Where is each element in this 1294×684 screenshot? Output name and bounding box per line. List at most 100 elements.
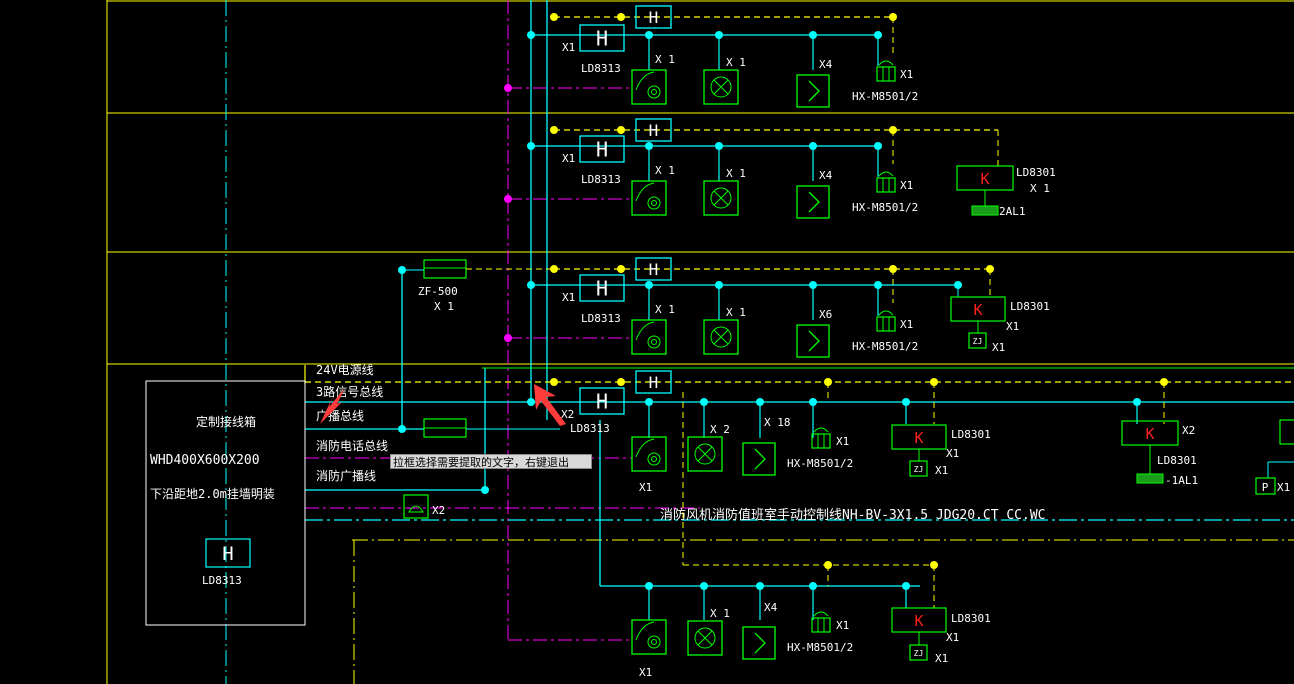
module-model-label: LD8313 [570, 422, 610, 435]
module-model-label: LD8313 [581, 312, 621, 325]
wire-node [889, 265, 897, 273]
manual-alarm-icon [631, 319, 667, 355]
cabinet-mount: 下沿距地2.0m挂墙明装 [150, 487, 275, 501]
control-module-k: K [956, 165, 1014, 191]
heat-detector-icon [796, 74, 830, 108]
control-module-k: K [950, 296, 1006, 322]
hx-model-label: HX-M8501/2 [852, 340, 918, 353]
qty-label: X4 [764, 601, 778, 614]
qty-label: X1 [946, 447, 959, 460]
qty-label: X 2 [710, 423, 730, 436]
h-module-box [579, 24, 625, 52]
cabinet-title: 定制接线箱 [196, 414, 256, 429]
qty-label: X1 [900, 179, 913, 192]
qty-label: X 1 [1030, 182, 1050, 195]
qty-label: X1 [900, 68, 913, 81]
telephone-jack: X2 [403, 494, 445, 519]
k-letter: K [973, 301, 982, 319]
wire-node [617, 265, 625, 273]
label-24v-power: 24V电源线 [316, 363, 374, 377]
h-module-box [635, 118, 672, 142]
cabinet-h-module [205, 538, 251, 568]
zj-letter: ZJ [973, 337, 983, 346]
h-module-letter: H [649, 121, 659, 140]
h-module-box [635, 370, 672, 394]
qty-label: X 18 [764, 416, 791, 429]
main-bus-wires [304, 365, 1294, 521]
control-module-k: K [1121, 420, 1179, 446]
manual-alarm-icon [631, 180, 667, 216]
qty-label: X1 [639, 666, 652, 679]
qty-label: X4 [819, 169, 833, 182]
sounder-strobe-icon [811, 427, 831, 449]
k-letter: K [914, 612, 923, 630]
sounder-strobe-icon [811, 611, 831, 633]
qty-label: X1 [836, 435, 849, 448]
hx-model-label: HX-M8501/2 [852, 201, 918, 214]
k-letter: K [914, 429, 923, 447]
h-module-letter: H [649, 8, 659, 27]
broadcast-nodes [504, 84, 512, 342]
qty-label: X1 [836, 619, 849, 632]
hx-model-label: HX-M8501/2 [787, 641, 853, 654]
module-model-label: LD8301 [1010, 300, 1050, 313]
qty-label: X1 [562, 291, 575, 304]
manual-alarm-icon [631, 69, 667, 105]
panel-label: 2AL1 [999, 205, 1026, 218]
label-signal-bus: 3路信号总线 [316, 384, 383, 399]
module-model-label: LD8301 [1157, 454, 1197, 467]
sounder-strobe-icon [876, 171, 896, 193]
h-module-box [635, 257, 672, 281]
qty-label: X 1 [655, 53, 675, 66]
wire-node [617, 378, 625, 386]
panel-label: -1AL1 [1165, 474, 1198, 487]
smoke-detector-icon [703, 319, 739, 355]
qty-label: X1 [900, 318, 913, 331]
zf500-valve-lower [423, 418, 560, 438]
qty-label: X4 [819, 58, 833, 71]
qty-label: X2 [561, 408, 574, 421]
heat-detector-icon [742, 442, 776, 476]
wire-node [617, 13, 625, 21]
qty-label: X1 [935, 652, 948, 665]
sounder-strobe-icon [876, 60, 896, 82]
heat-detector-icon [742, 626, 776, 660]
smoke-detector-icon [687, 620, 723, 656]
cable-note: 消防风机消防值班室手动控制线NH-BV-3X1.5 JDG20.CT CC.WC [660, 507, 1046, 523]
h-module-letter: H [596, 389, 608, 413]
zf500-valve: ZF-500 X 1 [406, 259, 554, 313]
wire-node [617, 126, 625, 134]
qty-label: X 1 [726, 56, 746, 69]
h-module-box [579, 387, 625, 415]
qty-label: X 1 [726, 306, 746, 319]
smoke-detector-icon [703, 180, 739, 216]
heat-detector-icon [796, 324, 830, 358]
qty-label: X1 [992, 341, 1005, 354]
terminal-cabinet[interactable]: 定制接线箱 WHD400X600X200 下沿距地2.0m挂墙明装 H LD83… [145, 380, 306, 626]
zj-relay-icon: ZJ [968, 332, 987, 349]
h-module-letter: H [649, 373, 659, 392]
qty-label: X1 [1006, 320, 1019, 333]
k-letter: K [1145, 425, 1154, 443]
qty-label: X1 [935, 464, 948, 477]
smoke-detector-icon [703, 69, 739, 105]
label-broadcast-line: 消防广播线 [316, 468, 376, 483]
h-module-box [635, 5, 672, 29]
k-letter: K [980, 170, 989, 188]
heat-detector-icon [796, 185, 830, 219]
hx-model-label: HX-M8501/2 [852, 90, 918, 103]
qty-label: X 1 [726, 167, 746, 180]
zf500-label: ZF-500 [418, 285, 458, 298]
partial-module [1279, 419, 1294, 445]
qty-label: X2 [1182, 424, 1195, 437]
label-broadcast-bus: 广播总线 [316, 409, 364, 423]
qty-label: X1 [639, 481, 652, 494]
al-panel-icon [971, 205, 999, 216]
bus-line-labels: 24V电源线 3路信号总线 广播总线 消防电话总线 消防广播线 [316, 363, 388, 483]
drawing-frame [106, 0, 1294, 684]
